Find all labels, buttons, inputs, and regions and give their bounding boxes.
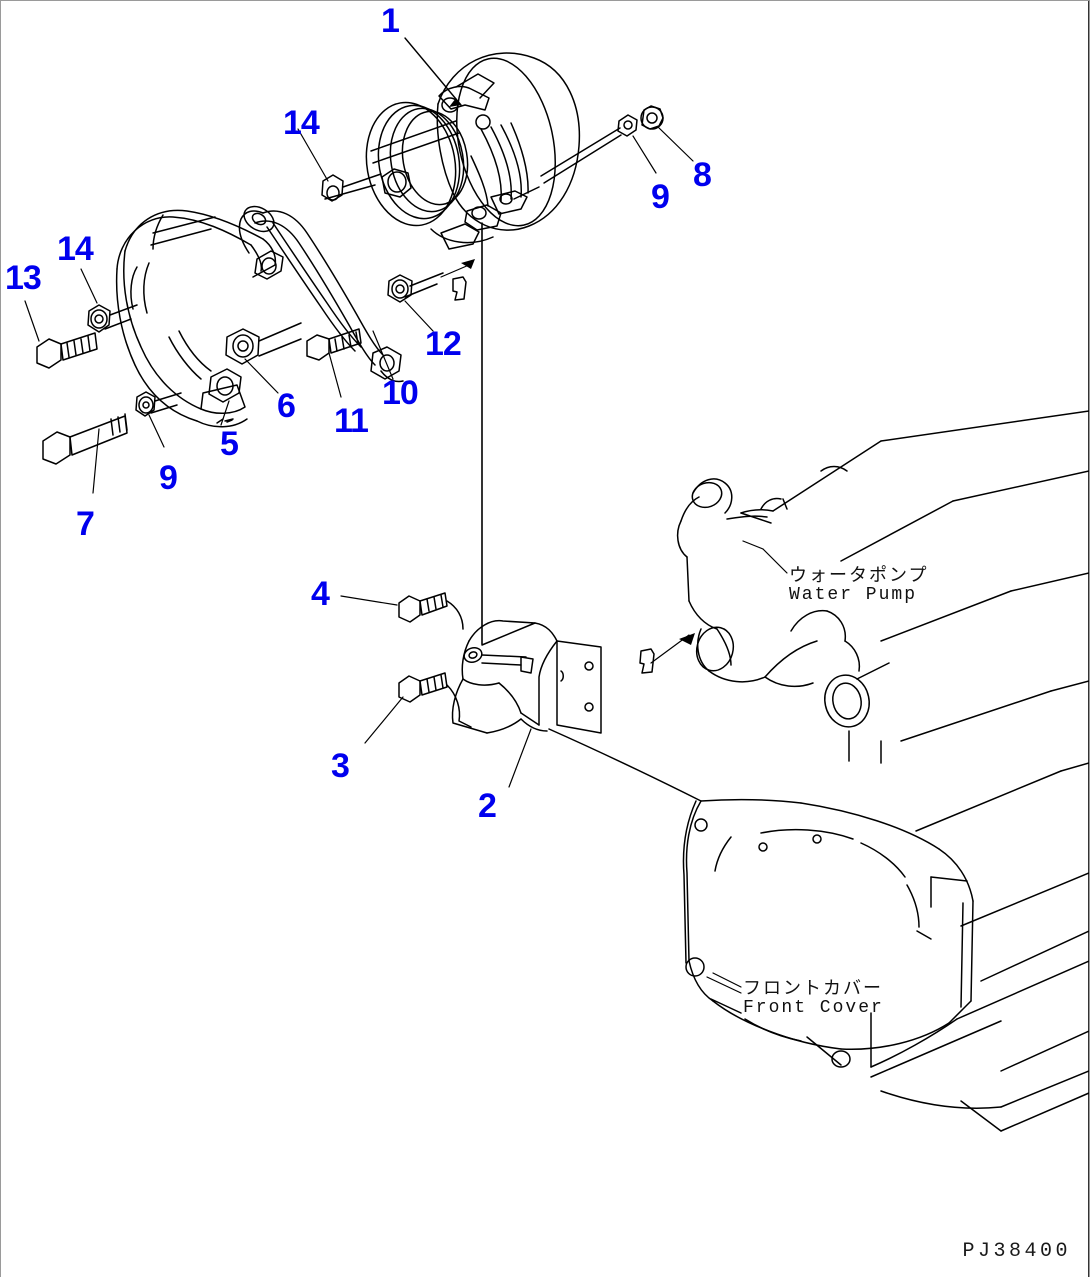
callout-10[interactable]: 10 xyxy=(382,374,419,412)
callout-8[interactable]: 8 xyxy=(693,156,712,194)
callout-6[interactable]: 6 xyxy=(277,387,296,425)
callout-9-lower[interactable]: 9 xyxy=(159,459,178,497)
callout-9-upper[interactable]: 9 xyxy=(651,178,670,216)
water-pump-annotation: ウォータポンプ Water Pump xyxy=(789,565,929,605)
callout-4[interactable]: 4 xyxy=(311,575,330,613)
callout-7[interactable]: 7 xyxy=(76,505,95,543)
front-cover-annotation: フロントカバー Front Cover xyxy=(743,978,884,1018)
callout-1[interactable]: 1 xyxy=(381,2,400,40)
hardware-block-bolts xyxy=(340,592,532,788)
water-pump-label-en: Water Pump xyxy=(789,584,918,605)
hardware-left-row xyxy=(24,268,182,494)
callout-14-lower[interactable]: 14 xyxy=(57,230,94,268)
engine-block xyxy=(639,410,1089,1132)
callout-14-upper[interactable]: 14 xyxy=(283,104,320,142)
adjusting-tension-bar xyxy=(238,205,404,383)
top-nut-and-bolt xyxy=(540,105,694,184)
hardware-mid-row xyxy=(225,259,475,398)
front-cover-label-en: Front Cover xyxy=(743,997,884,1018)
callout-5[interactable]: 5 xyxy=(220,425,239,463)
mounting-bracket xyxy=(115,209,284,428)
front-cover-label-jp: フロントカバー xyxy=(743,978,883,999)
drawing-number: PJ38400 xyxy=(962,1240,1071,1263)
callout-12[interactable]: 12 xyxy=(425,325,462,363)
callout-11[interactable]: 11 xyxy=(334,402,369,440)
nut-14-upper xyxy=(297,128,382,202)
water-pump-label-jp: ウォータポンプ xyxy=(789,565,929,586)
callout-2[interactable]: 2 xyxy=(478,787,497,825)
callout-3[interactable]: 3 xyxy=(331,747,350,785)
engine-label-leaders xyxy=(712,540,788,988)
mounting-block xyxy=(451,619,702,802)
callout-13[interactable]: 13 xyxy=(5,259,42,297)
compressor-body xyxy=(365,37,581,250)
